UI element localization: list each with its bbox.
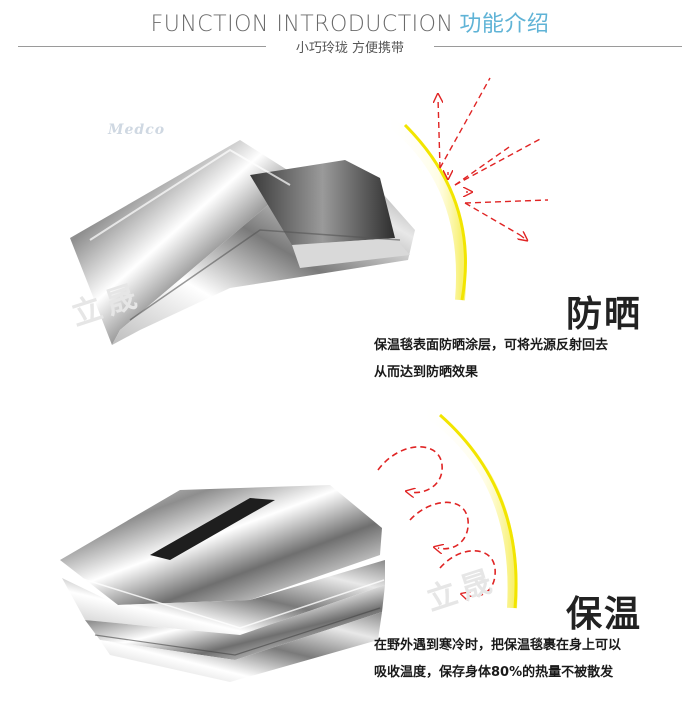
light-glow-arc (382, 113, 466, 301)
feature-title-heat-retention: 保温 (566, 594, 643, 635)
feature-desc-line: 吸收温度，保存身体80%的热量不被散发 (374, 665, 614, 680)
folded-blanket-bottom (60, 485, 385, 682)
feature-desc-line: 保温毯表面防晒涂层，可将光源反射回去 (374, 338, 609, 353)
circular-arrows-icon (377, 446, 496, 596)
section-title-cn: 功能介绍 (459, 12, 550, 37)
warmth-glow-arc (417, 403, 518, 609)
brand-logo: Medco (108, 122, 166, 138)
feature-desc-line: 从而达到防晒效果 (374, 365, 479, 380)
feature-desc-sun-protection: 保温毯表面防晒涂层，可将光源反射回去 从而达到防晒效果 (374, 332, 608, 386)
light-glow-edge (403, 123, 467, 301)
folded-blanket-top (70, 140, 415, 345)
feature-desc-heat-retention: 在野外遇到寒冷时，把保温毯裹在身上可以 吸收温度，保存身体80%的热量不被散发 (374, 632, 621, 686)
feature-desc-line: 在野外遇到寒冷时，把保温毯裹在身上可以 (374, 638, 622, 653)
feature-title-sun-protection: 防晒 (566, 294, 643, 335)
reflect-arrows-icon (438, 77, 549, 238)
section-title-en: FUNCTION INTRODUCTION (150, 12, 454, 37)
header-divider-right (434, 46, 682, 47)
header-divider-left (18, 46, 266, 47)
warmth-glow-edge (439, 413, 518, 609)
section-subtitle: 小巧玲珑 方便携带 (295, 41, 405, 56)
